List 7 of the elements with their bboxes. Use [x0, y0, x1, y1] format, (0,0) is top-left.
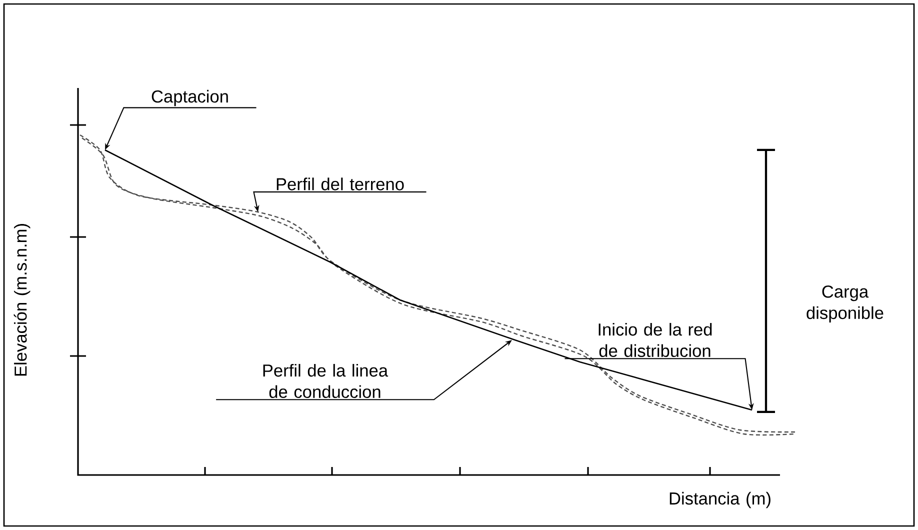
callout-text: Perfil del terreno [276, 178, 404, 190]
callout-text: Captacion [152, 90, 228, 106]
axis-label: Distancia (m) [670, 492, 770, 508]
dimension-label: Carga disponible [806, 285, 884, 322]
axis-label: Elevación (m.s.n.m) [14, 224, 30, 376]
callout-text: Perfil de la linea de conduccion [263, 364, 388, 398]
callout-text: Inicio de la red de distribucion [598, 322, 712, 358]
